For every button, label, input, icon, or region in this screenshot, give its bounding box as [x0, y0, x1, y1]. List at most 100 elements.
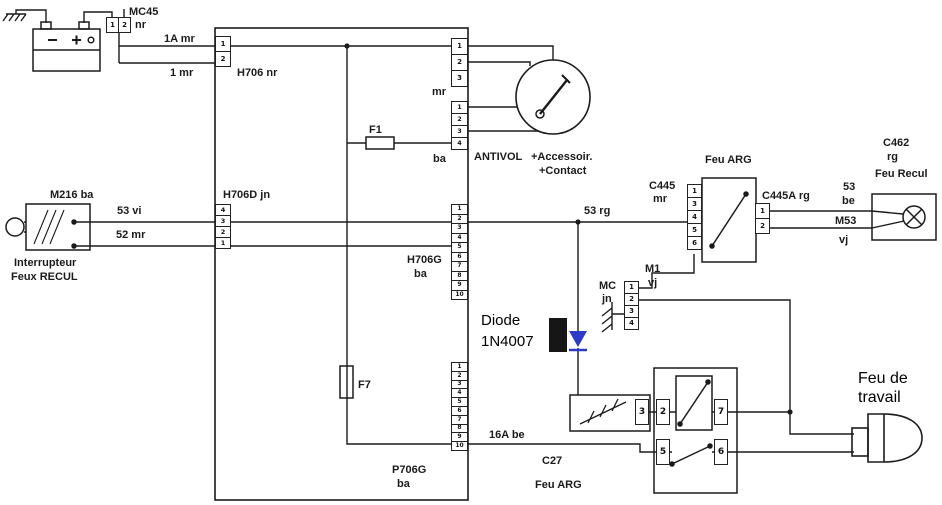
- diode-body: [549, 318, 567, 352]
- lamp-symbol: [902, 205, 926, 229]
- label-feu-arg-top: Feu ARG: [705, 154, 752, 166]
- label-feu-recul: Feu Recul: [875, 168, 928, 180]
- label-wire-53-be-1: 53: [843, 181, 855, 193]
- wires: [83, 9, 905, 453]
- wire-c445a-to-c462: [770, 210, 872, 229]
- wire-battery-plus: [83, 9, 125, 23]
- key-symbol: [539, 79, 568, 115]
- diode-1n4007: [549, 318, 587, 352]
- label-wire-53-vi: 53 vi: [117, 205, 141, 217]
- label-c462: C462: [883, 137, 909, 149]
- wire-m216-out: [90, 221, 215, 247]
- label-diode-1: Diode: [481, 312, 520, 329]
- label-mc: MC: [599, 280, 616, 292]
- relay-pin-3: 3: [635, 399, 649, 425]
- label-h706: H706 nr: [237, 67, 278, 79]
- relay-coil-box: [569, 394, 651, 432]
- label-wire-52-mr: 52 mr: [116, 229, 146, 241]
- connector-cell: 4: [451, 137, 468, 150]
- wire-53-inside: [231, 221, 451, 247]
- connector-cell: 1: [451, 38, 468, 55]
- label-mc45: MC45: [129, 6, 158, 18]
- label-feu-arg-bottom: Feu ARG: [535, 479, 582, 491]
- connector-cell: 6: [687, 236, 702, 250]
- label-ba-top: ba: [433, 153, 447, 165]
- label-wire-1-mr: 1 mr: [170, 67, 194, 79]
- connector-cell: 2: [624, 293, 639, 306]
- label-interrupteur-1: Interrupteur: [14, 257, 77, 269]
- wire-c462-internal: [871, 210, 905, 229]
- fuse-f1: [365, 136, 395, 150]
- switch-plunger: [5, 217, 25, 237]
- wire-16a-be: [468, 443, 656, 453]
- label-accessoir: +Accessoir.: [531, 151, 592, 163]
- connector-cell: 3: [451, 70, 468, 87]
- label-m53-color: vj: [839, 234, 848, 246]
- label-h706g: H706G: [407, 254, 442, 266]
- diode-arrow: [569, 331, 587, 347]
- relay-pin-5: 5: [656, 439, 670, 465]
- wire-c445-to-m1: [639, 254, 695, 289]
- wire-strip-to-antivol-bottom: [468, 106, 538, 132]
- label-diode-2: 1N4007: [481, 333, 534, 350]
- label-c445: C445: [649, 180, 675, 192]
- junction-dots: [344, 43, 793, 415]
- connector-cell: 10: [451, 289, 468, 300]
- wire-mc45-to-h706: [118, 33, 215, 64]
- relay-pin-6: 6: [714, 439, 728, 465]
- battery: [32, 21, 101, 72]
- connector-cell: 1: [215, 237, 231, 249]
- connector-cell: 2: [451, 54, 468, 71]
- label-antivol: ANTIVOL: [474, 151, 523, 163]
- connector-cell: 1: [755, 203, 770, 219]
- feu-arg-box: [701, 177, 757, 263]
- lower-switch-blade: [671, 445, 711, 465]
- label-mr-top: mr: [432, 86, 447, 98]
- label-wire-53-rg: 53 rg: [584, 205, 610, 217]
- connector-cell: 3: [687, 197, 702, 211]
- label-mc45-color: nr: [135, 19, 147, 31]
- connector-cell: 1: [687, 184, 702, 198]
- label-wire-1a-mr: 1A mr: [164, 33, 195, 45]
- connector-cell: 4: [687, 210, 702, 224]
- label-m1-color: vj: [648, 277, 657, 289]
- label-f1: F1: [369, 124, 382, 136]
- label-c445-color: mr: [653, 193, 668, 205]
- label-m53: M53: [835, 215, 856, 227]
- reverse-lamp-c462: [871, 193, 937, 241]
- connector-cell: 10: [451, 441, 468, 451]
- label-h706d: H706D jn: [223, 189, 270, 201]
- fuse-f7: [339, 365, 354, 399]
- reverse-switch-m216: [5, 203, 91, 251]
- wire-m1-feed: [639, 299, 854, 435]
- label-m216: M216 ba: [50, 189, 94, 201]
- label-interrupteur-2: Feux RECUL: [11, 271, 78, 283]
- connector-cell: 1: [215, 36, 231, 52]
- ground-symbol-battery: [2, 9, 47, 23]
- label-wire-16a-be: 16A be: [489, 429, 525, 441]
- connector-cell: 2: [215, 51, 231, 67]
- connector-cell: 2: [755, 218, 770, 234]
- label-mc-color: jn: [601, 293, 612, 305]
- connector-cell: 5: [687, 223, 702, 237]
- connector-cell: 2: [118, 17, 131, 33]
- label-p706g: P706G: [392, 464, 426, 476]
- label-m1: M1: [645, 263, 660, 275]
- label-feu-travail-2: travail: [858, 389, 901, 406]
- relay-pin-7: 7: [714, 399, 728, 425]
- label-f7: F7: [358, 379, 371, 391]
- ignition-antivol: [515, 59, 591, 135]
- relay-pin-2: 2: [656, 399, 670, 425]
- connector-cell: 4: [624, 317, 639, 330]
